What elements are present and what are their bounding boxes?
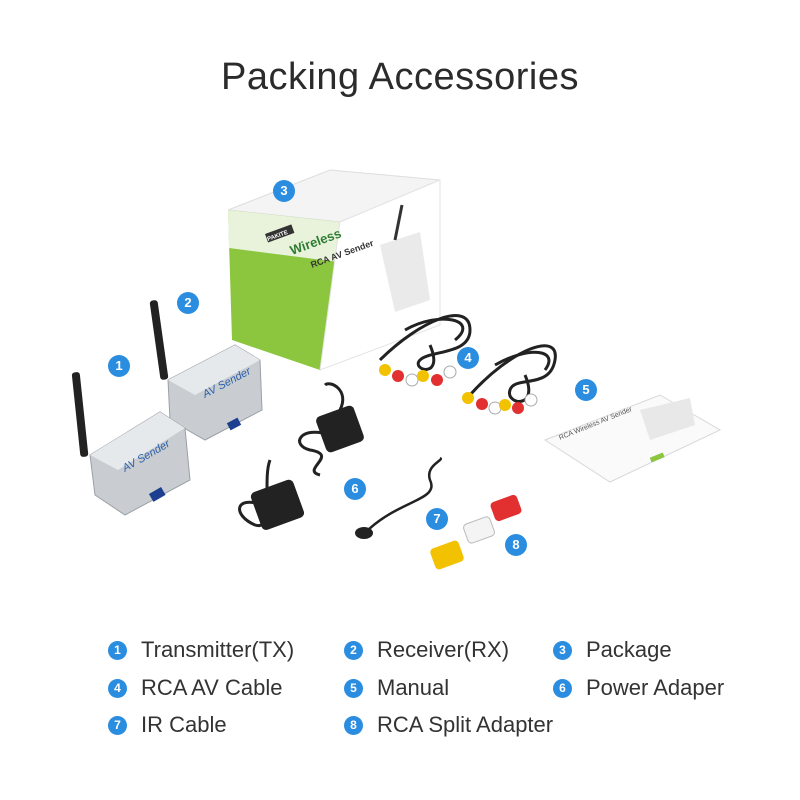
legend-badge: 2	[344, 640, 363, 660]
package-box: Wireless RCA AV Sender PAKITE	[227, 169, 441, 371]
legend-label: Transmitter(TX)	[141, 637, 295, 662]
legend-item-transmitter: 1 Transmitter(TX)	[108, 635, 294, 665]
legend-item-rca-av-cable: 4 RCA AV Cable	[108, 673, 282, 703]
callout-1-badge: 1	[108, 355, 130, 377]
legend-badge: 3	[553, 640, 572, 660]
legend-badge: 6	[553, 678, 572, 698]
callout-7-badge: 7	[426, 508, 448, 530]
callout-4-badge: 4	[457, 347, 479, 369]
transmitter-device: AV Sender	[71, 372, 191, 516]
legend-item-rca-split-adapter: 8 RCA Split Adapter	[344, 710, 553, 740]
page-title: Packing Accessories	[221, 56, 579, 98]
rca-split-adapters	[430, 494, 522, 570]
legend-item-power-adapter: 6 Power Adaper	[553, 673, 724, 703]
legend-badge: 4	[108, 678, 127, 698]
callout-3-badge: 3	[273, 180, 295, 202]
rca-cables	[378, 314, 557, 415]
legend-label: IR Cable	[141, 712, 227, 737]
manual: RCA Wireless AV Sender	[543, 394, 722, 483]
legend-label: Manual	[377, 675, 450, 700]
callout-6-badge: 6	[344, 478, 366, 500]
receiver-device: AV Sender	[149, 300, 263, 441]
legend-item-manual: 5 Manual	[344, 673, 449, 703]
callout-8-badge: 8	[505, 534, 527, 556]
legend-badge: 7	[108, 715, 127, 735]
legend-badge: 5	[344, 678, 363, 698]
legend-label: Power Adaper	[586, 675, 725, 700]
legend-item-package: 3 Package	[553, 635, 672, 665]
legend-label: Receiver(RX)	[377, 637, 510, 662]
callout-2-badge: 2	[177, 292, 199, 314]
callout-5-badge: 5	[575, 379, 597, 401]
legend-label: Package	[586, 637, 672, 662]
legend-item-receiver: 2 Receiver(RX)	[344, 635, 509, 665]
legend-item-ir-cable: 7 IR Cable	[108, 710, 227, 740]
power-adapters	[238, 382, 364, 530]
legend-label: RCA AV Cable	[141, 675, 283, 700]
ir-cable	[355, 456, 443, 539]
legend-badge: 1	[108, 640, 127, 660]
legend-badge: 8	[344, 715, 363, 735]
legend-label: RCA Split Adapter	[377, 712, 554, 737]
